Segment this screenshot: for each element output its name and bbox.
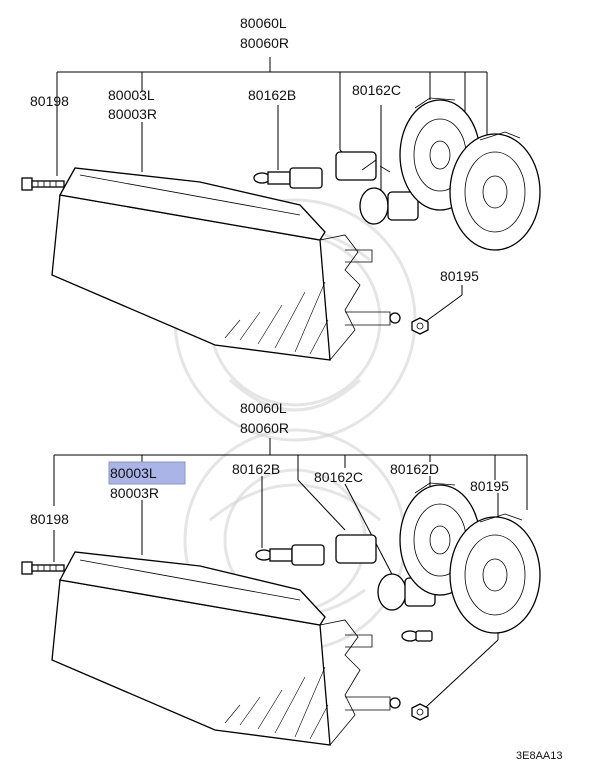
headlamp-housing-bottom [51,551,401,746]
nut-80195-bottom [411,703,429,721]
label-housing-left-bottom[interactable]: 80003L [110,465,157,481]
label-housing-right-top[interactable]: 80003R [108,106,157,122]
reflector-shell-front-bottom [449,513,541,634]
bulb-80162d-bottom [401,630,433,642]
label-bulb-b-bottom[interactable]: 80162B [232,461,280,477]
diagram-code: 3E8AA13 [516,750,562,762]
label-bulb-d-bottom[interactable]: 80162D [390,461,439,477]
label-bulb-b-top[interactable]: 80162B [248,87,296,103]
label-bulb-c-bottom[interactable]: 80162C [314,469,363,485]
label-nut-bottom[interactable]: 80195 [470,478,509,494]
bulb-80162b-top [253,167,323,189]
bottom-diagram: 80060L 80060R 80198 80003L 80003R 80162B… [21,400,541,746]
top-diagram: 80060L 80060R 80198 80003L 80003R 80162B… [21,15,541,361]
label-screw-bottom[interactable]: 80198 [30,511,69,527]
label-assembly-right-bottom[interactable]: 80060R [240,420,289,436]
bulb-80162b-bottom [255,544,325,566]
label-assembly-right-top[interactable]: 80060R [240,35,289,51]
screw-80198-top [21,177,65,191]
nut-80195-top [411,317,429,335]
screw-80198-bottom [21,561,65,575]
bulb-socket-80162c-top [335,151,419,225]
label-assembly-left-top[interactable]: 80060L [240,15,287,31]
label-screw-top[interactable]: 80198 [30,93,69,109]
label-housing-right-bottom[interactable]: 80003R [110,485,159,501]
housing-left-highlight [108,461,186,485]
headlamp-housing-top [51,167,401,361]
reflector-shell-front-top [449,131,541,251]
label-housing-left-top[interactable]: 80003L [108,87,155,103]
label-bulb-c-top[interactable]: 80162C [352,82,401,98]
label-assembly-left-bottom[interactable]: 80060L [240,400,287,416]
label-nut-top[interactable]: 80195 [440,268,479,284]
